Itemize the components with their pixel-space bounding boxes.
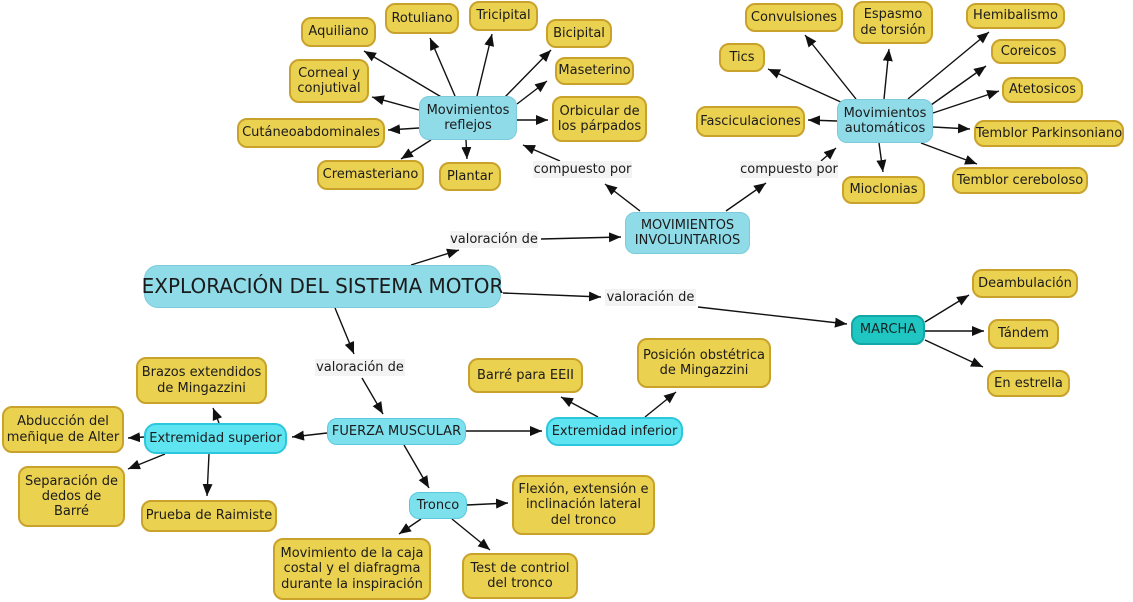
- arrow: [644, 391, 677, 418]
- node-aquiliano[interactable]: Aquiliano: [301, 17, 376, 47]
- node-exploracion-sistema-motor[interactable]: EXPLORACIÓN DEL SISTEMA MOTOR: [142, 265, 503, 308]
- node-rotuliano[interactable]: Rotuliano: [385, 3, 459, 34]
- arrow: [504, 49, 552, 98]
- arrow: [127, 453, 166, 470]
- node-marcha[interactable]: MARCHA: [851, 315, 925, 345]
- node-maseterino[interactable]: Maseterino: [555, 57, 634, 85]
- node-movimiento-caja[interactable]: Movimiento de la caja costal y el diafra…: [273, 538, 431, 600]
- node-atetosicos[interactable]: Atetosicos: [1002, 77, 1083, 103]
- node-tics[interactable]: Tics: [719, 43, 765, 72]
- node-cutaneoabdominales[interactable]: Cutáneoabdominales: [237, 118, 385, 148]
- arrow: [387, 124, 420, 135]
- arrow: [410, 248, 460, 266]
- node-tronco[interactable]: Tronco: [409, 492, 467, 519]
- arrow: [522, 144, 561, 162]
- node-extremidad-inferior[interactable]: Extremidad inferior: [546, 417, 683, 446]
- arrow: [882, 48, 893, 100]
- arrow: [767, 68, 844, 104]
- link-label-lbl-compuesto-por-2[interactable]: compuesto por: [740, 161, 838, 178]
- arrow: [202, 453, 213, 497]
- link-label-lbl-valoracion-de-1[interactable]: valoración de: [450, 231, 538, 248]
- arrow: [361, 377, 384, 415]
- node-test-control-tronco[interactable]: Test de contriol del tronco: [462, 553, 578, 599]
- arrow: [540, 232, 622, 243]
- arrow: [476, 33, 495, 97]
- arrow: [820, 147, 837, 162]
- node-extremidad-superior[interactable]: Extremidad superior: [144, 423, 287, 454]
- arrow: [924, 294, 970, 323]
- node-prueba-raimiste[interactable]: Prueba de Raimiste: [141, 500, 277, 532]
- node-posicion-obstetrica[interactable]: Posición obstétrica de Mingazzini: [637, 338, 771, 388]
- arrow: [804, 34, 857, 100]
- node-deambulacion[interactable]: Deambulación: [972, 269, 1078, 298]
- arrow: [398, 518, 422, 535]
- arrow: [461, 139, 472, 160]
- arrow: [907, 31, 990, 100]
- node-abduccion-menique[interactable]: Abducción del meñique de Alter: [2, 406, 124, 453]
- arrow: [920, 142, 978, 165]
- node-barre-eeii[interactable]: Barré para EEII: [468, 358, 583, 393]
- node-tandem[interactable]: Tándem: [988, 319, 1059, 349]
- node-plantar[interactable]: Plantar: [439, 162, 501, 191]
- arrow: [697, 306, 848, 328]
- arrow: [363, 50, 444, 99]
- arrow: [291, 430, 328, 441]
- node-coreicos[interactable]: Coreicos: [991, 39, 1066, 64]
- arrow: [212, 407, 223, 424]
- link-label-lbl-compuesto-por-1[interactable]: compuesto por: [533, 161, 632, 178]
- arrow: [334, 307, 355, 355]
- arrow: [451, 518, 491, 551]
- node-hemibalismo[interactable]: Hemibalismo: [966, 3, 1065, 29]
- node-mov-automaticos[interactable]: Movimientos automáticos: [837, 99, 933, 143]
- node-corneal-conjutival[interactable]: Corneal y conjutival: [289, 59, 369, 103]
- arrow: [725, 182, 767, 212]
- arrow: [371, 95, 420, 111]
- node-temblor-parkinsoniano[interactable]: Temblor Parkinsoniano: [974, 120, 1124, 147]
- node-bicipital[interactable]: Bicipital: [546, 19, 612, 48]
- node-tricipital[interactable]: Tricipital: [469, 1, 538, 31]
- node-fasciculaciones[interactable]: Fasciculaciones: [696, 106, 805, 137]
- arrow: [560, 396, 599, 418]
- arrow: [516, 80, 548, 105]
- node-brazos-extendidos[interactable]: Brazos extendidos de Mingazzini: [136, 357, 267, 404]
- arrow: [429, 37, 456, 97]
- node-temblor-cereboloso[interactable]: Temblor cereboloso: [952, 167, 1088, 194]
- arrow: [466, 498, 509, 509]
- arrow: [876, 142, 887, 173]
- node-mov-involuntarios[interactable]: MOVIMIENTOS INVOLUNTARIOS: [625, 212, 750, 254]
- node-fuerza-muscular[interactable]: FUERZA MUSCULAR: [327, 418, 466, 445]
- arrow: [502, 291, 602, 302]
- arrow: [604, 183, 641, 212]
- node-mioclonias[interactable]: Mioclonias: [842, 176, 925, 204]
- arrow: [403, 444, 430, 489]
- node-mov-reflejos[interactable]: Movimientos reflejos: [419, 96, 517, 140]
- arrow: [932, 123, 971, 134]
- node-espasmo-torsion[interactable]: Espasmo de torsión: [853, 1, 933, 44]
- node-separacion-dedos[interactable]: Separación de dedos de Barré: [18, 466, 125, 527]
- arrow: [930, 65, 987, 106]
- arrow: [807, 115, 838, 126]
- node-en-estrella[interactable]: En estrella: [987, 370, 1070, 397]
- arrow: [400, 139, 432, 160]
- node-flexion-extension[interactable]: Flexión, extensión e inclinación lateral…: [512, 475, 655, 535]
- link-label-lbl-valoracion-de-2[interactable]: valoración de: [605, 289, 696, 306]
- arrow: [127, 432, 145, 443]
- node-convulsiones[interactable]: Convulsiones: [745, 3, 843, 32]
- arrow: [932, 90, 1000, 114]
- arrow: [924, 339, 984, 368]
- node-cremasteriano[interactable]: Cremasteriano: [317, 160, 424, 190]
- link-label-lbl-valoracion-de-3[interactable]: valoración de: [315, 359, 405, 376]
- node-orbicular-parpados[interactable]: Orbicular de los párpados: [552, 96, 647, 142]
